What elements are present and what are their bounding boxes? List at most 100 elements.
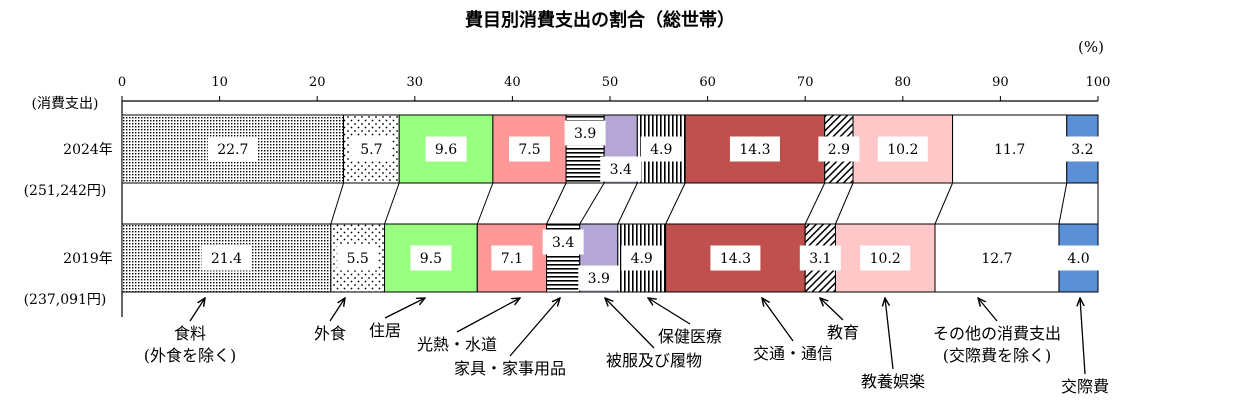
connector-line [476,182,494,225]
value-label-box [710,245,761,271]
x-tick-label: 20 [309,75,326,90]
value-label: 4.0 [1067,251,1089,267]
row-year-label: 2019年 [63,251,113,267]
connector-line [546,182,567,225]
value-label-box [971,245,1022,271]
value-label-box [984,136,1035,162]
value-label: 3.4 [610,162,632,178]
annotation-arrow [885,298,894,370]
value-label: 10.2 [870,251,901,267]
x-tick-label: 10 [211,75,228,90]
value-label-box [201,245,252,271]
connector-line [1058,182,1068,225]
category-label: 教育 [827,323,859,342]
value-label-box [410,245,452,271]
connector-line [579,182,605,225]
value-label-box [578,265,620,291]
value-label: 3.1 [809,251,831,267]
value-label-box [600,156,642,182]
value-label: 10.2 [887,142,918,158]
value-label: 4.9 [631,251,653,267]
category-label: 保健医療 [658,327,722,346]
annotation-arrow [648,298,691,325]
value-label: 14.3 [720,251,751,267]
x-tick-label: 100 [1086,75,1111,90]
x-tick-label: 0 [118,75,126,90]
chart-title: 費目別消費支出の割合（総世帯） [465,10,735,31]
value-label-box [1061,136,1103,162]
value-label: 3.9 [574,126,596,142]
category-label: その他の消費支出 [933,324,1061,343]
category-label: 交際費 [1061,377,1109,396]
annotation-arrow [978,298,998,322]
annotation-arrow [509,298,560,357]
value-label-box [799,245,841,271]
value-label-box [564,120,606,146]
x-tick-label: 60 [699,75,716,90]
connector-line [804,182,826,225]
row-axis-label: (消費支出) [32,96,99,112]
annotation-arrow [1080,298,1086,375]
annotation-arrow [384,298,425,319]
category-label: 住居 [369,321,401,340]
value-label: 4.9 [650,142,672,158]
value-label-box [508,136,550,162]
connector-line [665,182,686,225]
value-label-box [350,136,392,162]
x-tick-label: 40 [504,75,521,90]
value-label-box [425,136,467,162]
row-total-label: (237,091円) [24,292,107,308]
value-label-box [207,136,258,162]
value-label-box [491,245,533,271]
value-label-box [1057,245,1099,271]
category-label: 光熱・水道 [417,335,497,354]
value-label: 22.7 [217,142,248,158]
x-tick-label: 50 [602,75,619,90]
value-label: 3.9 [588,271,610,287]
value-label-box [337,245,379,271]
annotation-arrow [456,298,520,333]
x-tick-label: 90 [992,75,1009,90]
category-label: (交際費を除く) [943,346,1052,365]
value-label-box [877,136,928,162]
connector-line [384,182,400,225]
value-label: 5.5 [347,251,369,267]
row-year-label: 2024年 [63,142,113,158]
annotation-arrow [762,298,794,342]
value-label: 12.7 [981,251,1012,267]
value-label: 9.6 [435,142,457,158]
value-label-box [621,245,663,271]
value-label: 9.5 [420,251,442,267]
x-tick-label: 30 [407,75,424,90]
value-label: 21.4 [211,251,242,267]
category-label: 教養娯楽 [861,372,925,391]
value-label: 7.1 [501,251,523,267]
annotation-arrow [820,298,844,321]
category-label: (外食を除く) [144,346,237,365]
value-label-box [640,136,682,162]
value-label: 7.5 [518,142,540,158]
value-label: 2.9 [828,142,850,158]
value-label-box [542,229,584,255]
connector-line [617,182,638,225]
category-label: 交通・通信 [753,344,833,363]
unit-label: (%) [1078,38,1104,56]
category-label: 外食 [314,324,346,343]
x-tick-label: 80 [895,75,912,90]
annotation-arrow [329,298,345,322]
annotation-arrow [189,298,205,322]
annotation-arrow [605,298,655,349]
connector-line [834,182,854,225]
value-label: 3.4 [552,235,574,251]
value-label-box [818,136,860,162]
category-label: 食料 [174,324,206,343]
category-label: 家具・家事用品 [454,359,566,378]
x-tick-label: 70 [797,75,814,90]
value-label-box [729,136,780,162]
row-total-label: (251,242円) [24,183,107,199]
value-label: 3.2 [1071,142,1093,158]
value-label: 5.7 [360,142,382,158]
value-label-box [860,245,911,271]
value-label: 14.3 [739,142,770,158]
